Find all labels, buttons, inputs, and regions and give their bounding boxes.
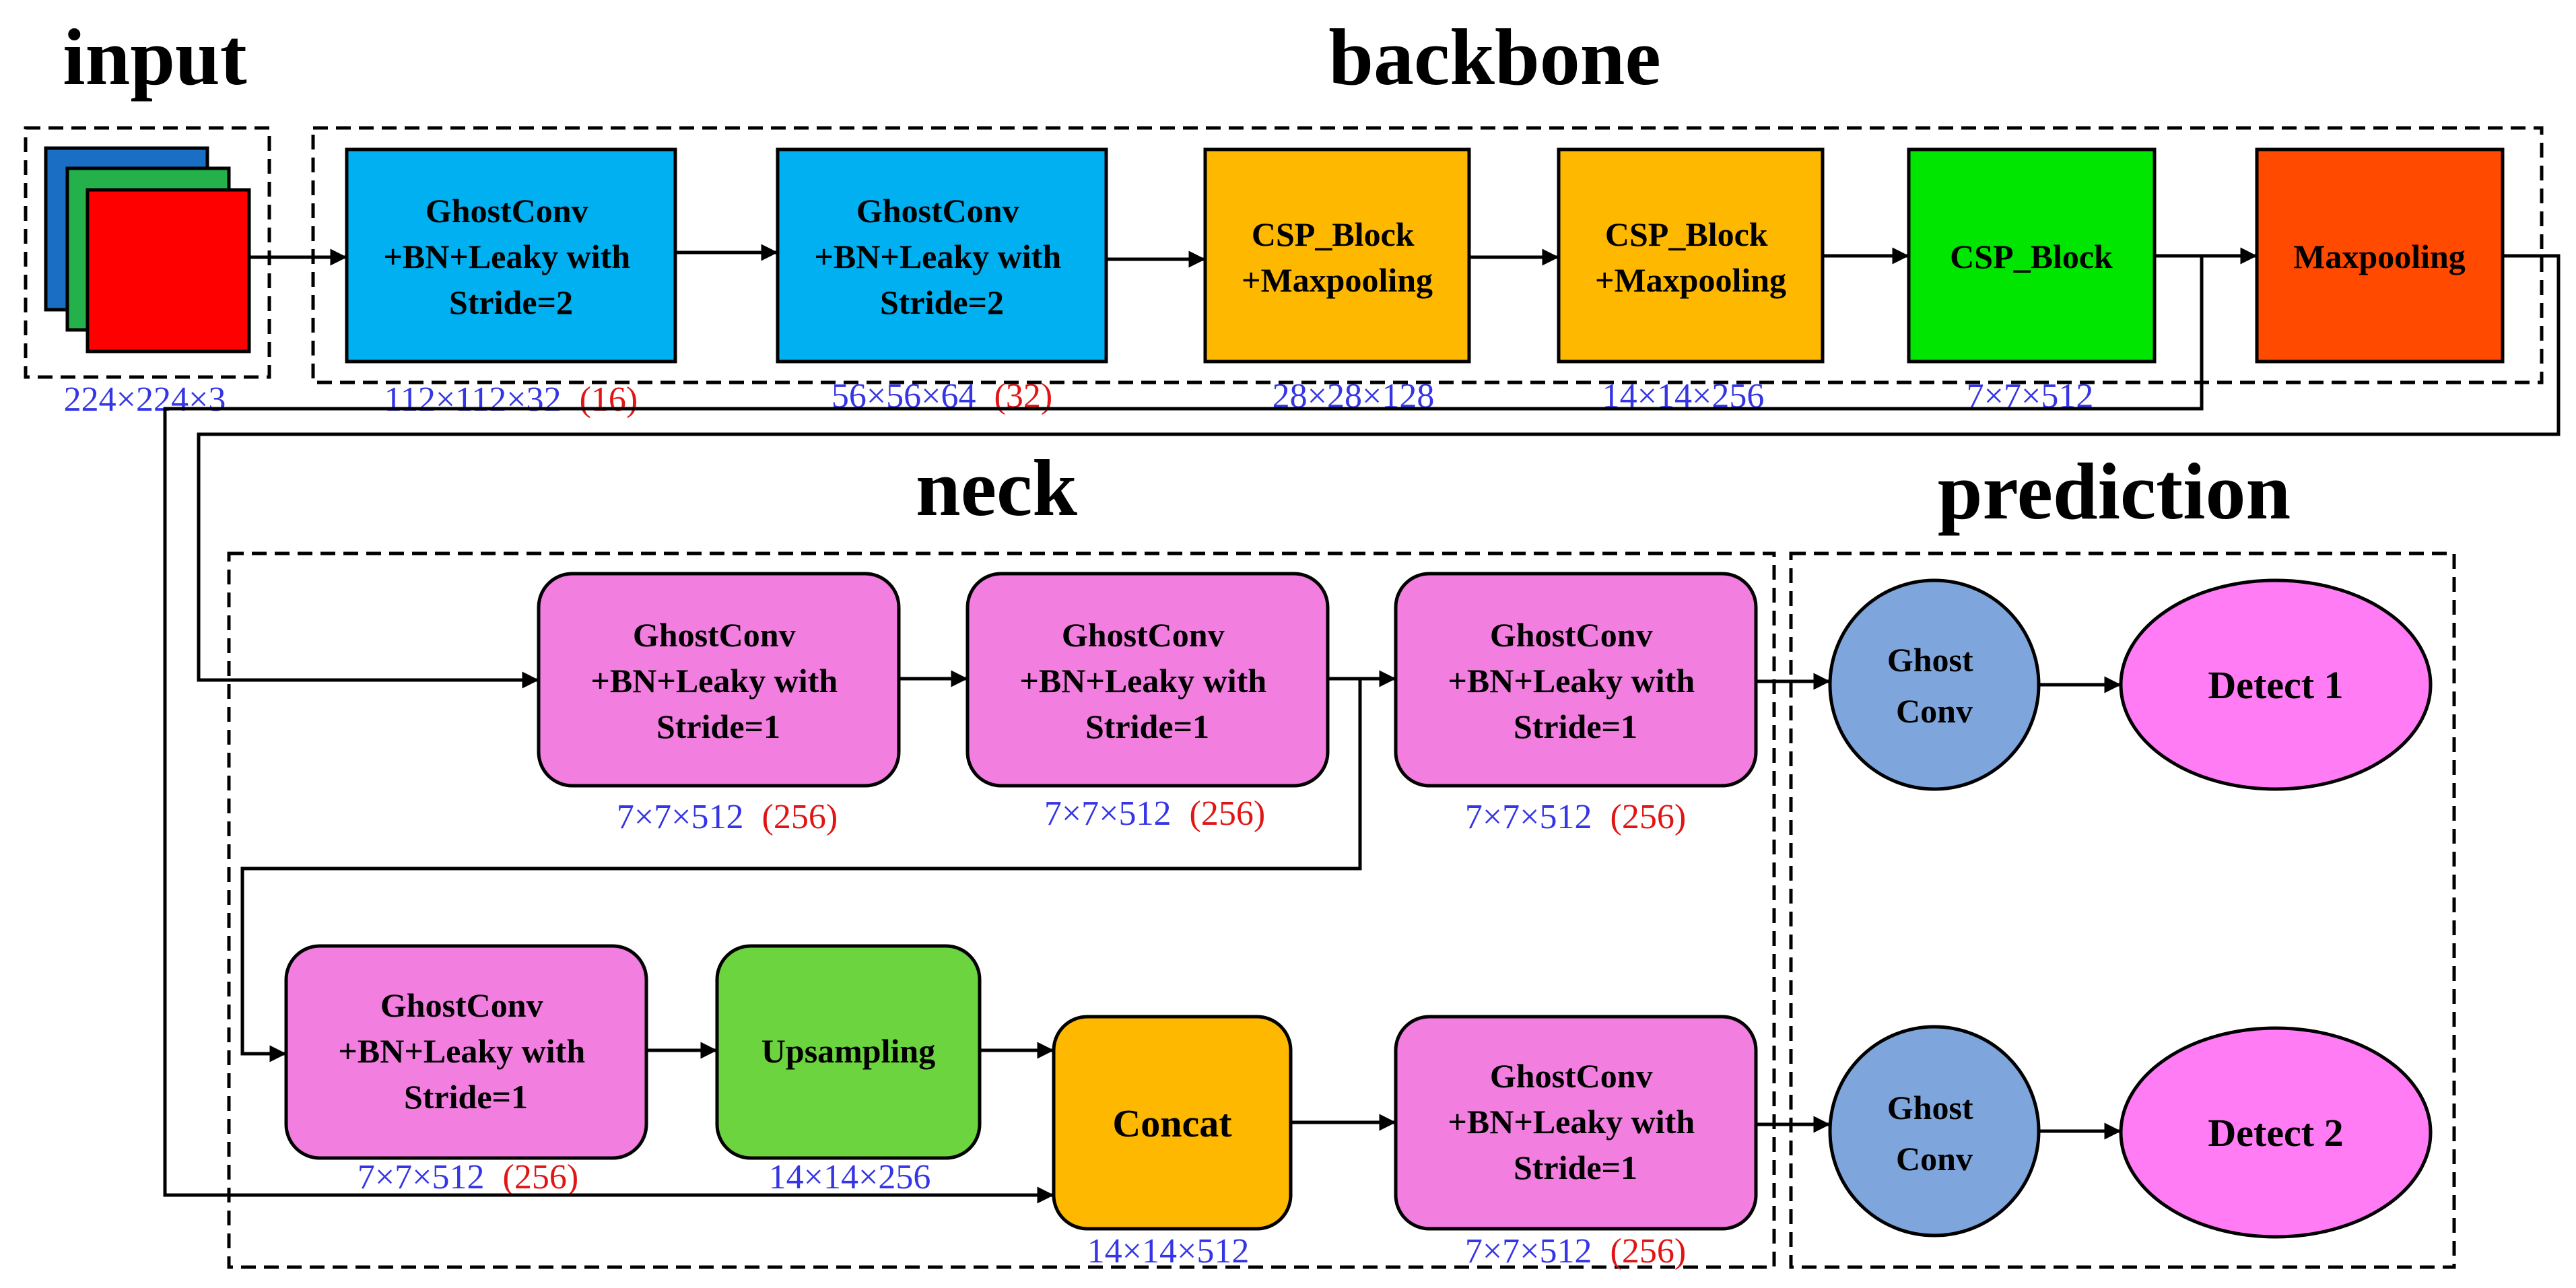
- neck-r1-3-label: GhostConv +BN+Leaky with Stride=1: [1448, 616, 1703, 745]
- backbone-ghostconv-2-label: GhostConv +BN+Leaky with Stride=2: [814, 192, 1069, 321]
- backbone-maxpooling: [2255, 147, 2505, 364]
- input-channel-red: [86, 188, 251, 353]
- connectors: [163, 244, 2561, 1204]
- neck-r1-1-label: GhostConv +BN+Leaky with Stride=1: [590, 616, 846, 745]
- backbone-2-line-1: GhostConv: [856, 192, 1019, 230]
- detect-1-label: Detect 1: [2208, 663, 2343, 707]
- prediction-ghostconv-1: [1828, 578, 2041, 791]
- neck-r1-3-dim-extra: (256): [1611, 798, 1687, 836]
- neck-r2-4-line-2: +BN+Leaky with: [1448, 1103, 1695, 1141]
- pred-2-line-1: Ghost: [1887, 1089, 1973, 1126]
- neck-r1-2-dim: 7×7×512 (256): [1044, 794, 1265, 833]
- neck-upsampling-dim: 14×14×256: [769, 1158, 931, 1196]
- neck-r1-1-line-1: GhostConv: [633, 616, 796, 654]
- backbone-2-line-2: +BN+Leaky with: [814, 238, 1061, 275]
- neck-r1-1-line-3: Stride=1: [656, 708, 780, 745]
- backbone-frame: [311, 126, 2544, 384]
- input-dim-label: 224×224×3: [64, 380, 226, 419]
- backbone-6-line-1: Maxpooling: [2293, 238, 2466, 275]
- neck-r1-2-dim-extra: (256): [1190, 794, 1266, 833]
- neck-frame: [227, 551, 1776, 1269]
- section-title-neck: neck: [916, 443, 1077, 533]
- neck-r1-3-line-2: +BN+Leaky with: [1448, 662, 1695, 700]
- neck-concat-dim: 14×14×512: [1087, 1232, 1250, 1270]
- neck-r1-1-dim: 7×7×512 (256): [617, 798, 838, 836]
- neck-r2-1-line-3: Stride=1: [404, 1078, 528, 1116]
- neck-concat-label: Concat: [1112, 1101, 1232, 1145]
- neck-r2-4-line-3: Stride=1: [1514, 1149, 1637, 1186]
- neck-r1-1-line-2: +BN+Leaky with: [590, 662, 838, 700]
- pred-1-line-2: Conv: [1896, 692, 1973, 730]
- detect-2-label: Detect 2: [2208, 1111, 2343, 1155]
- neck-r2-4-dim: 7×7×512 (256): [1465, 1232, 1686, 1270]
- backbone-csp-maxpool-1: [1203, 147, 1471, 364]
- backbone-csp-maxpool-2: [1557, 147, 1825, 364]
- wire-maxpool-to-neck: [197, 254, 2561, 689]
- neck-r2-1-label: GhostConv +BN+Leaky with Stride=1: [338, 986, 593, 1116]
- backbone-4-line-1: CSP_Block: [1605, 215, 1768, 253]
- neck-r2-1-line-2: +BN+Leaky with: [338, 1032, 585, 1070]
- backbone-5-line-1: CSP_Block: [1950, 238, 2113, 275]
- backbone-1-line-3: Stride=2: [449, 283, 573, 321]
- neck-r1-3-line-1: GhostConv: [1490, 616, 1653, 654]
- neck-r2-1-dim-extra: (256): [503, 1158, 579, 1196]
- backbone-1-line-2: +BN+Leaky with: [383, 238, 630, 275]
- pred-1-line-1: Ghost: [1887, 641, 1973, 679]
- neck-r1-2-line-3: Stride=1: [1085, 708, 1209, 745]
- wire-n2-to-row2: [240, 679, 1362, 1062]
- backbone-3-line-2: +Maxpooling: [1242, 261, 1433, 299]
- section-title-prediction: prediction: [1938, 446, 2291, 536]
- neck-r2-4-dim-extra: (256): [1611, 1232, 1687, 1270]
- neck-r1-3-dim: 7×7×512 (256): [1465, 798, 1686, 836]
- neck-r2-1-dim: 7×7×512 (256): [358, 1158, 578, 1196]
- backbone-csp-block: [1907, 147, 2157, 364]
- neck-r1-1-dim-value: 7×7×512: [617, 798, 744, 836]
- wire-csp-to-concat: [163, 256, 2204, 1204]
- neck-r1-3-dim-value: 7×7×512: [1465, 798, 1592, 836]
- neck-r1-2-line-2: +BN+Leaky with: [1019, 662, 1266, 700]
- section-title-backbone: backbone: [1328, 12, 1660, 102]
- backbone-1-dim-value: 112×112×32: [384, 380, 562, 419]
- neck-r1-2-line-1: GhostConv: [1062, 616, 1225, 654]
- neck-r1-3-line-3: Stride=1: [1514, 708, 1637, 745]
- backbone-csp-maxpool-2-label: CSP_Block +Maxpooling: [1595, 215, 1786, 299]
- neck-r1-2-dim-value: 7×7×512: [1044, 794, 1172, 833]
- neck-r2-1-dim-value: 7×7×512: [358, 1158, 485, 1196]
- prediction-ghostconv-2-label: Ghost Conv: [1887, 1089, 1981, 1178]
- backbone-2-line-3: Stride=2: [880, 283, 1004, 321]
- prediction-frame: [1789, 551, 2456, 1269]
- backbone-ghostconv-1-label: GhostConv +BN+Leaky with Stride=2: [383, 192, 638, 321]
- backbone-ghostconv-2: [776, 147, 1108, 364]
- neck-upsampling-label: Upsampling: [761, 1032, 935, 1070]
- backbone-4-line-2: +Maxpooling: [1595, 261, 1786, 299]
- prediction-ghostconv-1-label: Ghost Conv: [1887, 641, 1981, 730]
- neck-r1-1-dim-extra: (256): [762, 798, 838, 836]
- backbone-csp-maxpool-1-label: CSP_Block +Maxpooling: [1242, 215, 1433, 299]
- section-title-input: input: [63, 12, 247, 102]
- neck-r2-1-line-1: GhostConv: [380, 986, 543, 1024]
- neck-r2-4-dim-value: 7×7×512: [1465, 1232, 1592, 1270]
- neck-r2-4-line-1: GhostConv: [1490, 1057, 1653, 1095]
- backbone-1-dim-extra: (16): [580, 380, 638, 419]
- input-frame: [24, 126, 271, 379]
- backbone-1-line-1: GhostConv: [426, 192, 588, 230]
- pred-2-line-2: Conv: [1896, 1140, 1973, 1178]
- prediction-ghostconv-2: [1828, 1025, 2041, 1238]
- backbone-1-dim: 112×112×32 (16): [384, 380, 638, 419]
- backbone-ghostconv-1: [345, 147, 677, 364]
- neck-r2-4-label: GhostConv +BN+Leaky with Stride=1: [1448, 1057, 1703, 1186]
- backbone-3-line-1: CSP_Block: [1252, 215, 1415, 253]
- neck-r1-2-label: GhostConv +BN+Leaky with Stride=1: [1019, 616, 1275, 745]
